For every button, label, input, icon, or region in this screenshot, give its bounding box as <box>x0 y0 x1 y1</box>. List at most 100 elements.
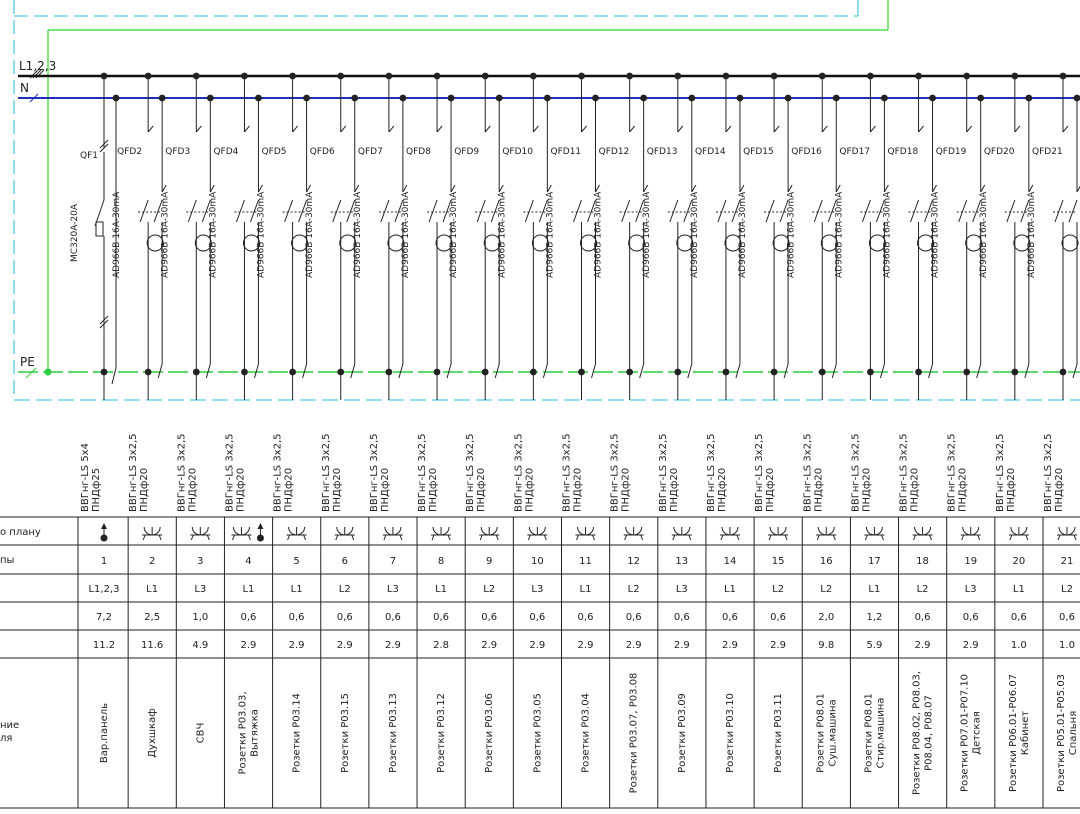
consumer-name: Розетки Р03.07, Р03.08 <box>629 673 640 794</box>
socket-leg <box>383 534 387 541</box>
cable-label: ВВГнг-LS 3х2,5 <box>706 433 717 512</box>
breaker-tick <box>773 125 780 133</box>
breaker-label: QFD17 <box>839 147 870 157</box>
phase-value: L2 <box>772 584 784 595</box>
socket-leg <box>672 534 676 541</box>
device-label: AD966B 16A-30mA <box>449 191 459 278</box>
breaker-contact <box>284 199 294 223</box>
pipe-label: ПНДф20 <box>1006 468 1017 512</box>
breaker-contact <box>298 199 308 223</box>
neutral-wire <box>976 363 982 379</box>
pipe-label: ПНДф20 <box>284 468 295 512</box>
power-value: 0,6 <box>626 612 642 623</box>
bus-labels: L1,2,3 N PE <box>19 59 56 369</box>
breaker-tick <box>161 184 167 193</box>
breaker-tick <box>918 125 924 133</box>
socket-leg <box>832 534 836 541</box>
breaker-tick <box>677 125 684 133</box>
neutral-bus-label: N <box>20 81 29 95</box>
rcd-ring <box>917 234 935 252</box>
breaker-contact <box>538 199 548 223</box>
current-value: 2.9 <box>337 640 353 651</box>
cable-label: ВВГнг-LS 3х2,5 <box>562 433 573 512</box>
consumer-name: Розетки Р03.03, <box>237 692 248 775</box>
consumer-name: Розетки Р03.11 <box>773 693 784 773</box>
rcd-ring <box>676 234 694 252</box>
cable-label: ВВГнг-LS 3х2,5 <box>754 433 765 512</box>
power-value: 7,2 <box>96 612 112 623</box>
device-label: AD966B 16A-30mA <box>353 191 363 278</box>
socket-leg <box>543 534 547 541</box>
power-value: 0,6 <box>674 612 690 623</box>
breaker-label: QFD7 <box>358 147 383 157</box>
row-label: ние <box>0 720 19 731</box>
socket-leg <box>431 534 435 541</box>
cable-label: ВВГнг-LS 3х2,5 <box>802 433 813 512</box>
row-label: ля <box>0 733 12 744</box>
group-number: 3 <box>197 556 203 567</box>
bus-tick <box>29 93 39 103</box>
breaker-contact <box>346 199 356 223</box>
socket-leg <box>287 534 291 541</box>
power-value: 0,6 <box>385 612 401 623</box>
group-number: 8 <box>438 556 444 567</box>
phase-value: L1 <box>724 584 736 595</box>
breaker-label: QFD6 <box>310 147 335 157</box>
rcd-ring <box>628 234 646 252</box>
breaker-tick <box>450 184 456 193</box>
pipe-label: ПНДф20 <box>235 468 246 512</box>
device-label: AD966B 16A-30mA <box>257 191 267 278</box>
breaker-tick <box>581 125 587 133</box>
breaker-label: QFD3 <box>165 147 190 157</box>
socket-leg <box>592 534 595 541</box>
group-number: 21 <box>1061 556 1074 567</box>
neutral-wire <box>157 363 163 379</box>
current-value: 2.9 <box>722 640 738 651</box>
device-label: MC320A-20A <box>70 203 80 262</box>
consumer-name: Детская <box>972 711 983 754</box>
neutral-wire <box>1024 363 1030 379</box>
breaker-tick <box>244 125 250 133</box>
breaker-tick <box>932 184 937 193</box>
neutral-wire <box>639 363 645 379</box>
neutral-wire <box>591 363 596 379</box>
phase-value: L3 <box>387 584 399 595</box>
phase-value: L1 <box>580 584 592 595</box>
power-value: 0,6 <box>963 612 979 623</box>
consumer-name: Розетки Р03.09 <box>677 693 688 773</box>
phase-value: L3 <box>676 584 688 595</box>
rcd-ring <box>387 234 405 252</box>
group-number: 18 <box>916 556 929 567</box>
current-value: 11.6 <box>141 640 163 651</box>
breaker-tick <box>643 184 649 193</box>
current-value: 2.9 <box>240 640 256 651</box>
breaker-label: QFD19 <box>936 147 967 157</box>
breaker-label: QF1 <box>80 151 98 161</box>
power-value: 2,5 <box>144 612 160 623</box>
breaker-tick <box>546 184 552 193</box>
breaker-contact <box>827 199 837 223</box>
consumer-name: Розетки Р03.12 <box>436 693 447 773</box>
breaker-contact <box>201 199 211 223</box>
cable-label: ВВГнг-LS 3х2,5 <box>128 433 139 512</box>
breaker-tick <box>388 125 395 133</box>
current-value: 9.8 <box>818 640 834 651</box>
panel-dot <box>100 534 108 542</box>
socket-leg <box>624 534 628 541</box>
socket-leg <box>961 534 965 541</box>
breaker-contact <box>635 199 645 223</box>
row-label: о плану <box>0 527 41 538</box>
